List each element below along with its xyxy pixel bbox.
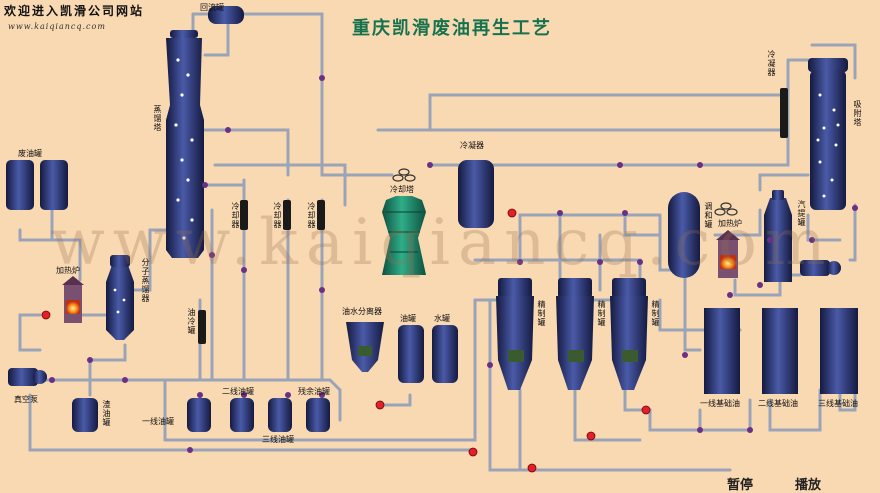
label-molecular-distiller: 分子蒸馏器 xyxy=(141,258,150,303)
refining-tank-1 xyxy=(496,278,534,390)
reflux-drum xyxy=(208,6,244,24)
fractionating-tower xyxy=(166,30,204,258)
label-reflux-tank: 回流罐 xyxy=(200,3,224,12)
play-button[interactable]: 播放 xyxy=(795,478,822,493)
label-base-oil-1: 一线基础油 xyxy=(700,399,740,408)
label-base-oil-3: 三线基础油 xyxy=(818,399,858,408)
label-oil-tank: 油罐 xyxy=(400,314,416,323)
watermark: www.kaiqiancq.com xyxy=(50,206,834,280)
label-refiner-2: 精制罐 xyxy=(597,300,606,327)
label-refiner-1: 精制罐 xyxy=(537,300,546,327)
vacuum-pump xyxy=(8,368,47,386)
condenser-tank xyxy=(458,160,494,228)
base-oil-tank-1 xyxy=(704,308,740,394)
oil-tank xyxy=(398,325,424,383)
label-first-line-oil: 一线油罐 xyxy=(142,417,174,426)
label-vacuum-pump: 真空泵 xyxy=(14,395,38,404)
label-cooler-1: 冷却器 xyxy=(231,202,240,229)
water-tank xyxy=(432,325,458,383)
oil-water-separator xyxy=(346,322,384,372)
base-oil-tank-2 xyxy=(762,308,798,394)
label-cooling-tower: 冷却塔 xyxy=(390,185,414,194)
label-waste-oil-tank: 废油罐 xyxy=(18,149,42,158)
label-cooler-2: 冷却器 xyxy=(273,202,282,229)
bottom-oil-drum xyxy=(72,398,98,432)
label-refiner-3: 精制罐 xyxy=(651,300,660,327)
line-oil-drum-2 xyxy=(230,398,254,432)
refining-tank-3 xyxy=(610,278,648,390)
label-base-oil-2: 二线基础油 xyxy=(758,399,798,408)
cooler-units xyxy=(198,88,788,344)
cooling-tower xyxy=(382,168,426,275)
heating-furnace-left xyxy=(62,276,84,323)
welcome-banner: 欢迎进入凯滑公司网站 xyxy=(4,4,145,18)
label-water-tank: 水罐 xyxy=(434,314,450,323)
label-condenser: 冷凝器 xyxy=(460,141,484,150)
waste-oil-tank-2 xyxy=(40,160,68,210)
base-oil-tank-3 xyxy=(820,308,858,394)
label-heating-furnace-right: 加热炉 xyxy=(718,219,742,228)
waste-oil-tank-1 xyxy=(6,160,34,210)
line-oil-drum-1 xyxy=(187,398,211,432)
pipe-network xyxy=(18,12,857,472)
valves xyxy=(41,208,651,473)
flow-nodes xyxy=(49,75,858,453)
label-oil-water-separator: 油水分离器 xyxy=(342,307,382,316)
label-cooler-3: 冷却器 xyxy=(307,202,316,229)
label-fractionating-tower: 蒸馏塔 xyxy=(153,105,162,132)
label-condenser-right: 冷凝器 xyxy=(767,50,776,77)
label-oil-cooler: 油冷罐 xyxy=(187,308,196,335)
label-residue-oil: 残余油罐 xyxy=(298,387,330,396)
pump-right xyxy=(800,260,841,276)
label-bottom-oil-tank: 渣油罐 xyxy=(102,400,111,427)
heating-furnace-right xyxy=(714,202,740,278)
line-oil-drum-4 xyxy=(306,398,330,432)
label-second-line-oil: 二线油罐 xyxy=(222,387,254,396)
molecular-distiller xyxy=(106,255,134,340)
site-url: www.kaiqiancq.com xyxy=(8,22,106,31)
label-mixing-tank: 调和罐 xyxy=(704,202,713,229)
page-title: 重庆凯滑废油再生工艺 xyxy=(352,18,552,39)
refining-tank-2 xyxy=(556,278,594,390)
label-heating-furnace: 加热炉 xyxy=(56,266,80,275)
line-oil-drum-3 xyxy=(268,398,292,432)
label-stripper: 汽提罐 xyxy=(797,200,806,227)
pause-button[interactable]: 暂停 xyxy=(727,478,754,493)
mixing-tank xyxy=(668,192,700,278)
label-third-line-oil: 三线油罐 xyxy=(262,435,294,444)
stripper-tower xyxy=(764,190,792,282)
absorption-tower xyxy=(808,58,848,210)
label-absorption-tower: 吸附塔 xyxy=(853,100,862,127)
